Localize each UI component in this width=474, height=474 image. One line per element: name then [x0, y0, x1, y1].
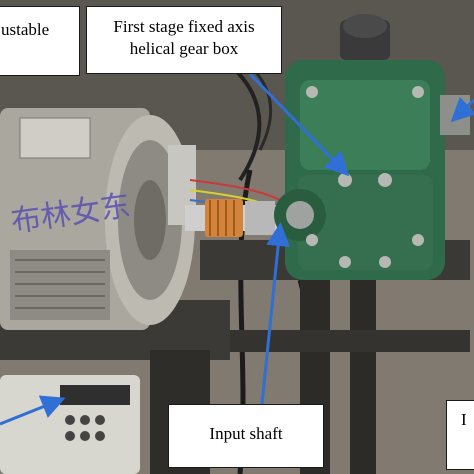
adjustable-callout-text: ustable — [1, 20, 50, 39]
gearbox-callout-line1: First stage fixed axis — [113, 17, 255, 36]
inverter-graphic — [0, 375, 140, 474]
input-shaft-callout-text: Input shaft — [209, 424, 283, 443]
motor-graphic — [0, 108, 196, 330]
input-shaft-callout: Input shaft — [168, 404, 324, 468]
right-partial-callout-text: I — [461, 410, 467, 429]
gearbox-callout-line2: helical gear box — [129, 39, 239, 58]
gearbox-callout: First stage fixed axis helical gear box — [86, 6, 282, 74]
right-partial-callout: I — [446, 400, 474, 470]
adjustable-callout: ustable — [0, 6, 80, 76]
